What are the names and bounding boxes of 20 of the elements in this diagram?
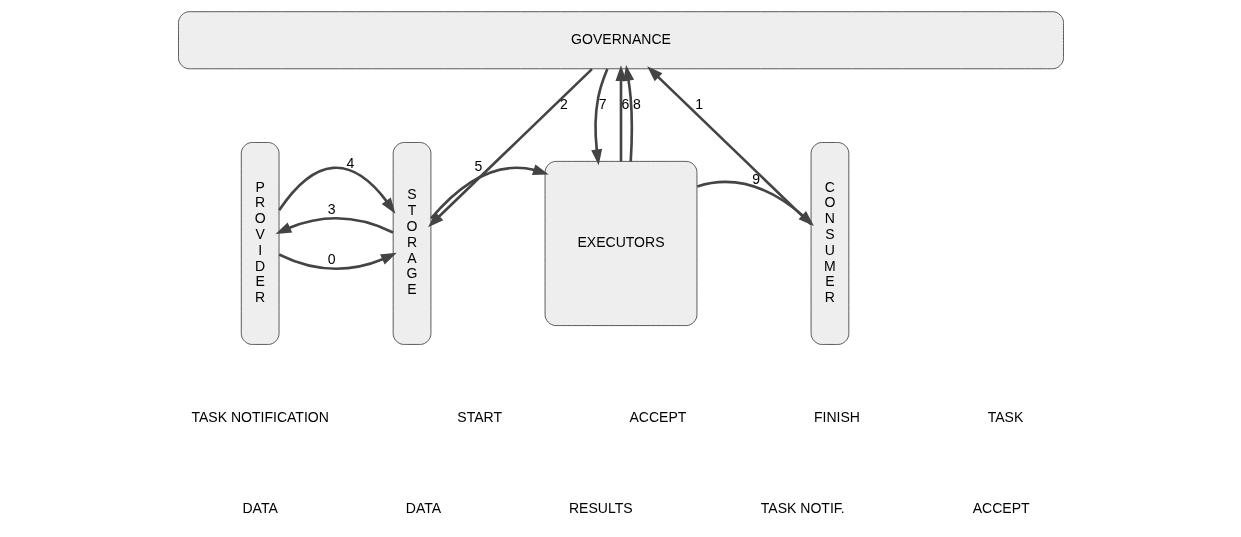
edge-label: 8: [632, 95, 641, 112]
edge-label: 6: [620, 95, 629, 112]
edge-label: 5: [474, 158, 482, 175]
label: TASK NOTIFICATION: [190, 409, 329, 426]
label: DATA: [405, 499, 441, 516]
edge-label: 7: [598, 95, 606, 112]
label: RESULTS: [568, 499, 633, 516]
edge-label: 0: [327, 251, 336, 268]
edge-label: 1: [694, 95, 703, 112]
edge-label: 3: [327, 200, 336, 217]
label: DATA: [241, 499, 278, 516]
label: TASK NOTIF.: [760, 499, 845, 516]
label: FINISH: [813, 409, 860, 426]
label: ACCEPT: [972, 499, 1030, 516]
label: TASK: [987, 409, 1023, 426]
edge-label: 2: [559, 95, 568, 112]
label: ACCEPT: [628, 409, 686, 426]
edge-label: 9: [751, 171, 760, 188]
label: START: [456, 409, 502, 426]
edge-label: 4: [346, 154, 354, 171]
